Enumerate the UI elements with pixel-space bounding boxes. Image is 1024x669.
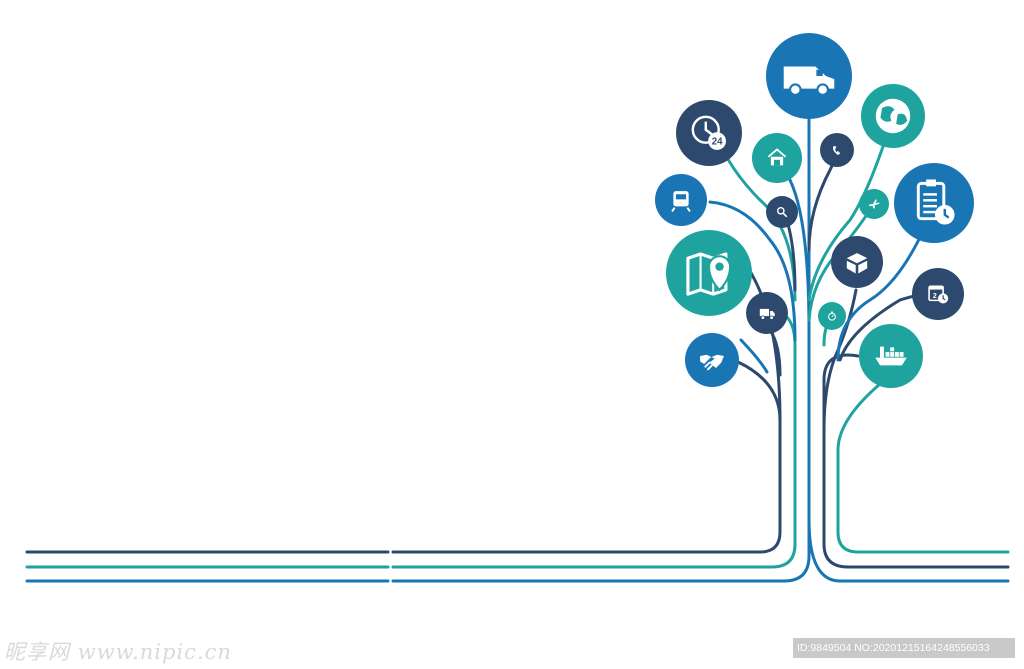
- node-map-pin: [666, 230, 752, 316]
- delivery-van-icon: [783, 66, 835, 97]
- node-magnifier: [766, 196, 798, 228]
- clock-24-label: 24: [712, 137, 723, 148]
- warehouse-icon: [767, 148, 787, 166]
- train-icon: [671, 191, 691, 212]
- magnifier-icon: [777, 207, 788, 218]
- node-clipboard-clock: [894, 163, 974, 243]
- watermark-left: 昵享网 www.nipic.cn: [4, 640, 232, 664]
- node-handshake: [685, 333, 739, 387]
- watermark-right: ID:9849504 NO:20201215164248556033: [793, 638, 1015, 658]
- node-circle: [894, 163, 974, 243]
- node-train: [655, 174, 707, 226]
- icon-nodes: 24 2: [655, 33, 974, 388]
- clock-24-hours-icon: 24: [691, 115, 726, 150]
- globe-icon: [875, 98, 911, 134]
- calendar-number-label: 2: [933, 293, 937, 300]
- node-package-box: [831, 236, 883, 288]
- stopwatch-icon: [828, 311, 836, 321]
- truck-icon: [759, 308, 775, 320]
- connector-lines: [25, 74, 1010, 583]
- package-box-icon: [846, 253, 868, 274]
- node-delivery-van: [766, 33, 852, 119]
- node-circle: [912, 268, 964, 320]
- node-warehouse: [752, 133, 802, 183]
- calendar-clock-icon: 2: [928, 285, 949, 304]
- node-globe: [861, 84, 925, 148]
- clipboard-clock-icon: [916, 179, 955, 225]
- map-pin-icon: [686, 252, 732, 296]
- node-circle: [820, 133, 854, 167]
- node-cargo-ship: [859, 324, 923, 388]
- node-stopwatch: [818, 302, 846, 330]
- node-clock-24-hours: 24: [676, 100, 742, 166]
- node-airplane: [859, 189, 889, 219]
- cargo-ship-icon: [875, 346, 907, 366]
- handshake-icon: [700, 354, 724, 371]
- node-calendar-clock: 2: [912, 268, 964, 320]
- node-truck: [746, 292, 788, 334]
- node-circle: [685, 333, 739, 387]
- node-phone: [820, 133, 854, 167]
- airplane-icon: [868, 199, 880, 209]
- phone-icon: [832, 145, 841, 155]
- node-circle: [766, 196, 798, 228]
